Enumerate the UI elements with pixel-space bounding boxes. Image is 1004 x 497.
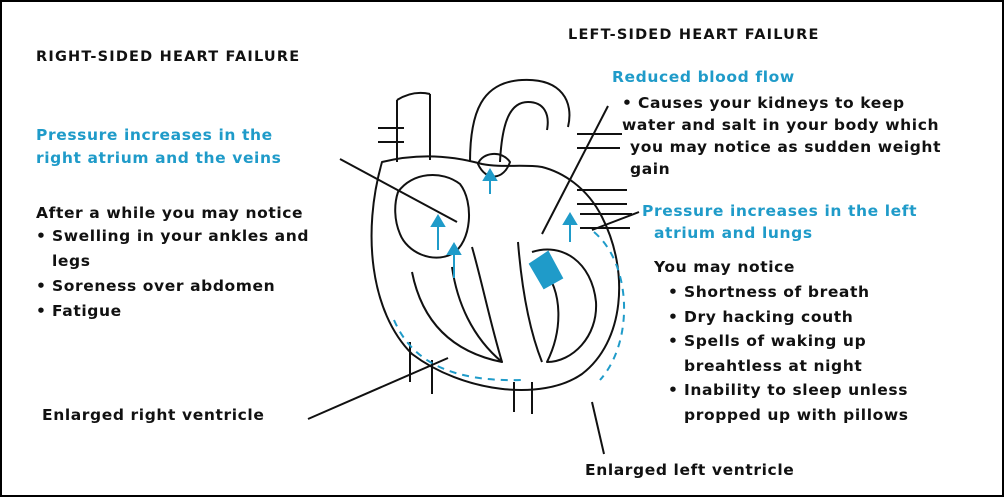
reduced-flow-line: you may notice as sudden weight (630, 136, 941, 158)
enlarged-left-ventricle-label: Enlarged left ventricle (585, 459, 794, 481)
right-intro: After a while you may notice (36, 202, 303, 224)
left-pressure-line2: atrium and lungs (654, 222, 813, 244)
reduced-flow-line: gain (630, 158, 670, 180)
enlarged-right-ventricle-label: Enlarged right ventricle (42, 404, 264, 426)
right-pressure-line2: right atrium and the veins (36, 147, 281, 169)
descending-aorta (514, 382, 532, 414)
right-symptom: Soreness over abdomen (36, 274, 309, 299)
right-symptom: Fatigue (36, 299, 309, 324)
left-pressure-line1: Pressure increases in the left (642, 200, 917, 222)
right-sided-heading: RIGHT-SIDED HEART FAILURE (36, 46, 300, 68)
flow-arrowhead-4 (564, 214, 576, 224)
flow-arrowhead-1 (432, 216, 444, 226)
reduced-flow-line: Causes your kidneys to keep (622, 92, 1004, 114)
left-symptom-cont: propped up with pillows (668, 403, 909, 428)
right-symptom-cont: legs (36, 249, 309, 274)
leader-enlarged-right (308, 358, 448, 419)
mitral-flow-block (530, 252, 562, 288)
right-symptom-list: Swelling in your ankles and legs Sorenes… (36, 224, 309, 324)
left-symptom-cont: breahtless at night (668, 354, 909, 379)
left-intro: You may notice (654, 256, 795, 278)
leader-pressure-right (340, 159, 457, 222)
enlarged-rv-outline (394, 320, 522, 380)
pulmonary-vein-left (378, 128, 404, 142)
left-symptom: Dry hacking couth (668, 305, 909, 330)
leader-enlarged-left (592, 402, 604, 454)
left-sided-heading: LEFT-SIDED HEART FAILURE (568, 24, 820, 46)
left-symptom-list: Shortness of breath Dry hacking couth Sp… (668, 280, 909, 427)
inferior-vena-cava (410, 342, 432, 394)
reduced-flow-title: Reduced blood flow (612, 66, 795, 88)
left-symptom: Shortness of breath (668, 280, 909, 305)
aorta (470, 80, 569, 162)
right-symptom: Swelling in your ankles and (36, 224, 309, 249)
left-symptom: Inability to sleep unless (668, 378, 909, 403)
reduced-flow-line: water and salt in your body which (622, 114, 939, 136)
left-symptom: Spells of waking up (668, 329, 909, 354)
septum (472, 242, 542, 362)
right-atrium (395, 175, 469, 258)
right-pressure-line1: Pressure increases in the (36, 124, 273, 146)
